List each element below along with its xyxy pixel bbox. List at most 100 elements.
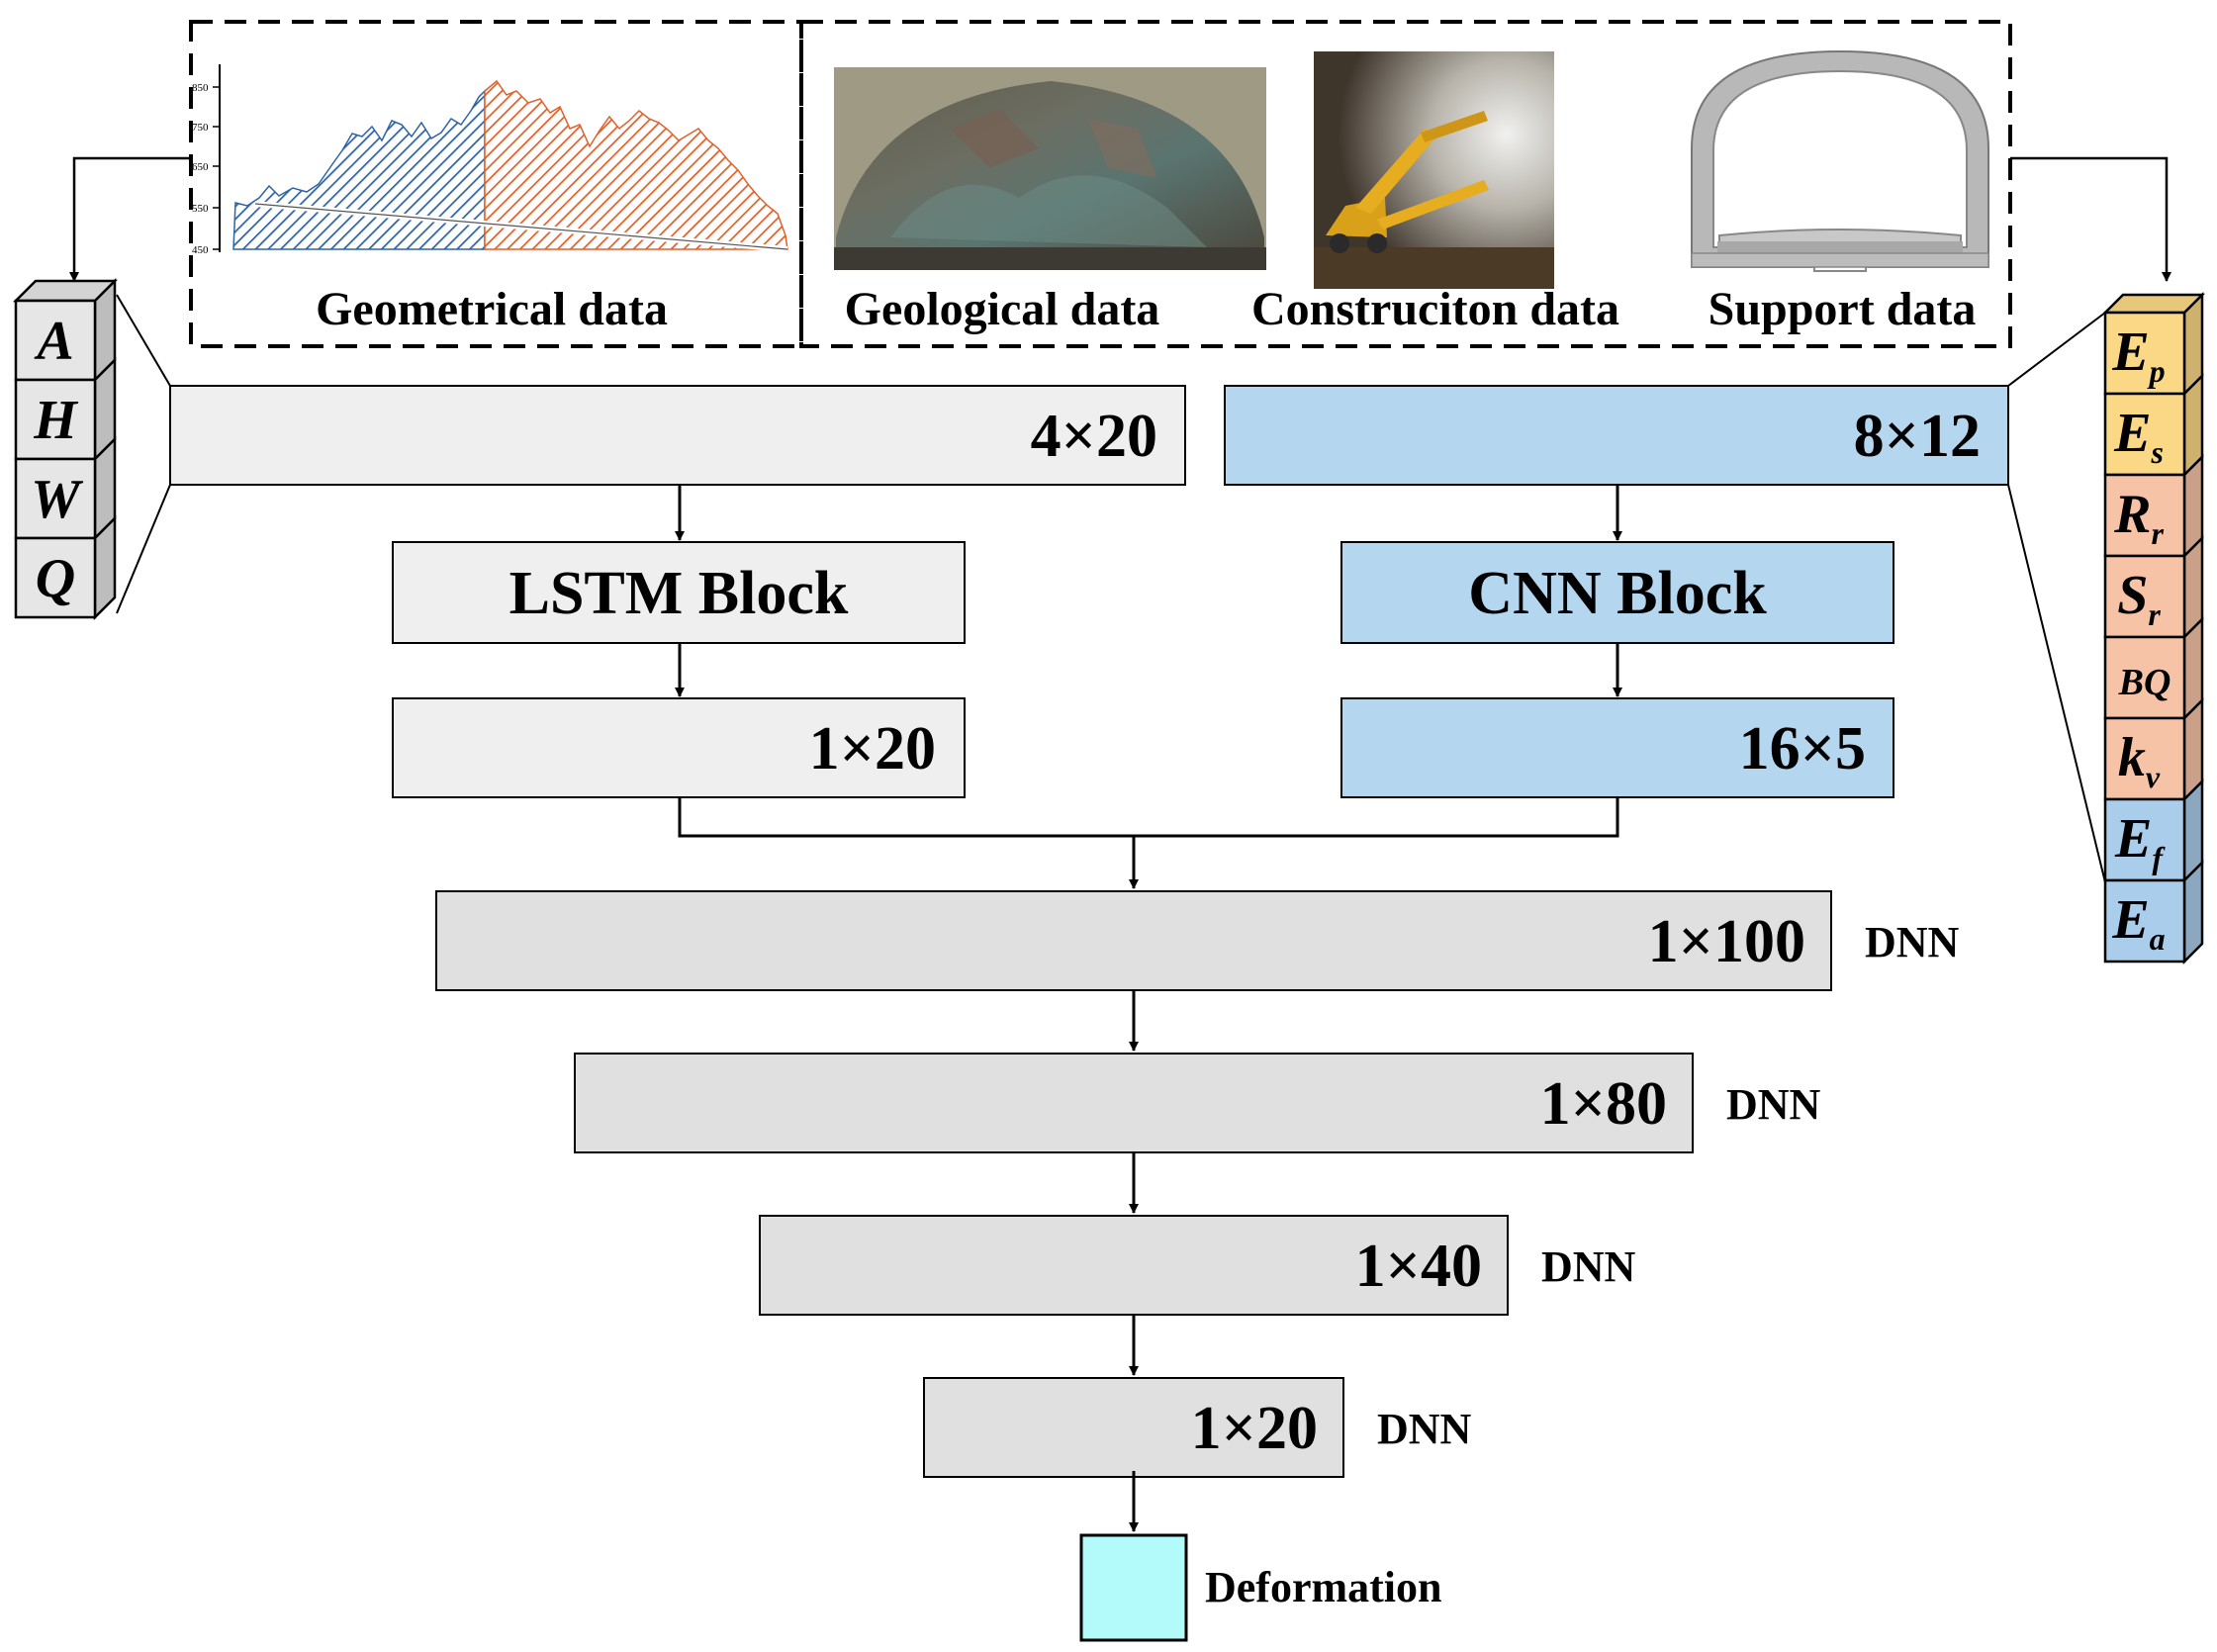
right-input-variable: Ea [2111,889,2165,957]
lstm-output-shape: 1×20 [809,715,936,782]
dnn-layer-box [574,1053,1694,1153]
deformation-output-box [1079,1533,1188,1642]
left-input-cell: W [14,435,117,542]
right-input-variable-base: BQ [2118,662,2171,703]
right-input-variable-base: S [2117,565,2148,626]
cnn-block-label: CNN Block [1468,560,1767,627]
dnn-layer-shape: 1×80 [1540,1070,1667,1138]
dnn-layer-box [923,1377,1344,1478]
geometrical-panel-frame [189,20,803,348]
dnn-layer: 1×40 DNN [759,1215,1636,1376]
right-input-variable: Rr [2113,484,2164,551]
geological-data-caption: Geological data [845,283,1160,335]
geological-photo [834,67,1266,270]
right-input-variable: Sr [2117,565,2161,632]
lstm-output-box [392,697,966,798]
geometrical-profile-chart: 850 750 650 550 450 [192,64,788,256]
left-input-cell-face [14,536,97,619]
right-input-variable: BQ [2118,662,2171,703]
left-input-cell: Q [14,514,117,621]
profile-tick-label: 850 [192,82,209,94]
dnn-layer-tag: DNN [1541,1242,1636,1291]
dnn-layer: 1×20 DNN [923,1377,1472,1478]
cnn-input-box [1224,385,2009,486]
right-input-cell: BQ [2103,615,2204,722]
left-stack-link-top [116,294,171,387]
profile-axis-ticks: 850 750 650 550 450 [192,82,220,256]
right-input-cell-face [2103,716,2186,801]
lstm-block-label: LSTM Block [509,560,849,627]
connector-geometry-to-left-inputs [69,156,191,282]
right-input-variable: kv [2118,727,2161,794]
dnn-layer-box [435,890,1832,991]
profile-area-blue [232,89,486,250]
dnn-layer: 1×80 DNN [574,1053,1821,1214]
dnn-layer-box [759,1215,1509,1316]
right-input-variable-subscript: s [2150,434,2163,470]
right-input-cell: Ea [2103,859,2204,965]
left-stack-link-bottom [116,484,171,614]
right-input-variable-base: E [2111,321,2149,383]
right-input-cell-face [2103,878,2186,964]
right-input-cell-top [2101,293,2206,315]
right-input-variable-base: E [2114,808,2152,870]
deformation-label: Deformation [1205,1563,1442,1611]
right-input-cell-face [2103,311,2186,396]
dnn-layer-tag: DNN [1726,1080,1821,1129]
right-input-variable: Ep [2111,321,2165,389]
dnn-layer-shape: 1×40 [1355,1233,1482,1300]
dnn-layer-shape: 1×100 [1648,908,1805,975]
right-stack-link-bottom [2007,484,2106,883]
right-input-variable-subscript: r [2148,597,2161,632]
lstm-input-shape: 4×20 [1031,403,1157,470]
support-cross-section [1691,49,1989,272]
left-input-variable: Q [36,548,75,609]
profile-tick-label: 750 [192,122,209,134]
right-input-cell-face [2103,797,2186,882]
lstm-block [392,541,966,644]
left-input-cell: H [14,356,117,463]
left-input-cell-face [14,378,97,461]
right-stack-link-top [2007,312,2106,387]
right-input-cell-face [2103,635,2186,720]
support-data-caption: Support data [1709,283,1977,335]
dnn-layer-tag: DNN [1377,1405,1472,1453]
left-input-variable: H [33,390,78,451]
lstm-input-box [169,385,1186,486]
construction-data-caption: Construciton data [1251,283,1619,335]
left-input-cell-face [14,457,97,540]
right-input-variable-subscript: a [2150,921,2166,957]
right-input-variable-subscript: r [2151,515,2164,551]
construction-photo [1314,51,1554,289]
right-input-cell: Ef [2103,778,2204,884]
cnn-block [1340,541,1894,644]
profile-area-orange [484,79,788,250]
right-input-variable-base: R [2113,484,2151,545]
right-input-variable-base: E [2113,403,2151,464]
merge-connector [678,797,1619,838]
geometrical-data-caption: Geometrical data [316,283,668,335]
profile-tick-label: 550 [192,203,209,215]
profile-tick-label: 450 [192,244,209,256]
dnn-layer-shape: 1×20 [1191,1395,1318,1462]
left-input-variable: W [31,469,84,530]
profile-tunnel-line-edge [254,203,788,250]
right-input-cell: Rr [2103,453,2204,560]
right-input-variable-base: k [2118,727,2146,788]
cnn-input-shape: 8×12 [1854,403,1981,470]
right-input-cell: Sr [2103,534,2204,641]
profile-tick-label: 650 [192,161,209,173]
connector-panels-to-right-inputs [2010,156,2171,282]
right-input-cell: Ep [2101,291,2206,398]
right-input-variable-base: E [2111,889,2149,951]
right-input-cell-face [2103,554,2186,639]
right-input-variable-subscript: p [2147,353,2166,389]
right-input-cell-side [2182,859,2204,965]
right-input-variable-subscript: v [2146,759,2161,794]
right-input-variable-subscript: f [2152,840,2166,875]
